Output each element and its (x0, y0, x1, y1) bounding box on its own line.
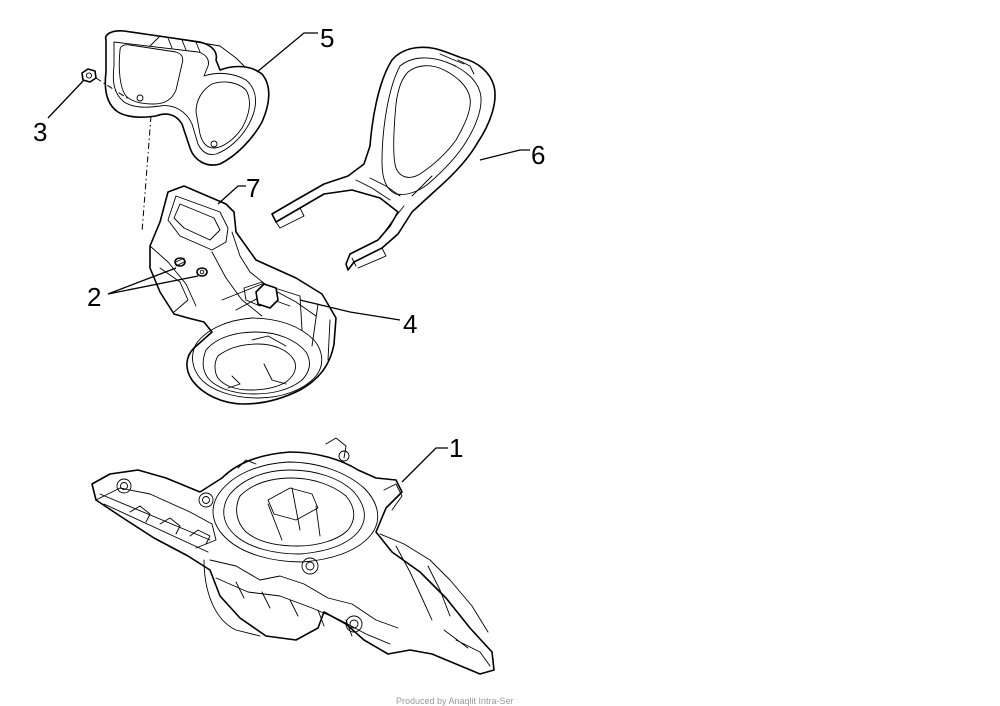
callout-2: 2 (87, 282, 101, 312)
part-6-headband (271, 46, 496, 271)
leader-2 (107, 267, 199, 295)
part-5-lens-frame (104, 30, 270, 166)
footer-text: Produced by Anaqlit Intra-Ser (396, 696, 514, 706)
leader-5 (256, 32, 318, 73)
callout-6: 6 (531, 140, 545, 170)
leader-1 (401, 447, 448, 483)
callout-3: 3 (33, 117, 47, 147)
callout-labels: 5 3 6 7 2 4 1 (33, 23, 545, 463)
leader-4 (299, 299, 401, 321)
leader-6 (479, 149, 530, 161)
callout-4: 4 (403, 309, 417, 339)
part-3-nut (81, 68, 97, 83)
part-4-clip-tab (255, 283, 279, 309)
leader-7 (217, 185, 246, 205)
assembly-center-line (141, 115, 152, 233)
part-1-base (91, 437, 495, 675)
leader-3 (47, 79, 85, 119)
callout-5: 5 (320, 23, 334, 53)
part-7-connector (149, 185, 337, 405)
part-2-pins (174, 257, 208, 277)
callout-7: 7 (246, 173, 260, 203)
leader-lines (47, 32, 530, 483)
callout-1: 1 (449, 433, 463, 463)
